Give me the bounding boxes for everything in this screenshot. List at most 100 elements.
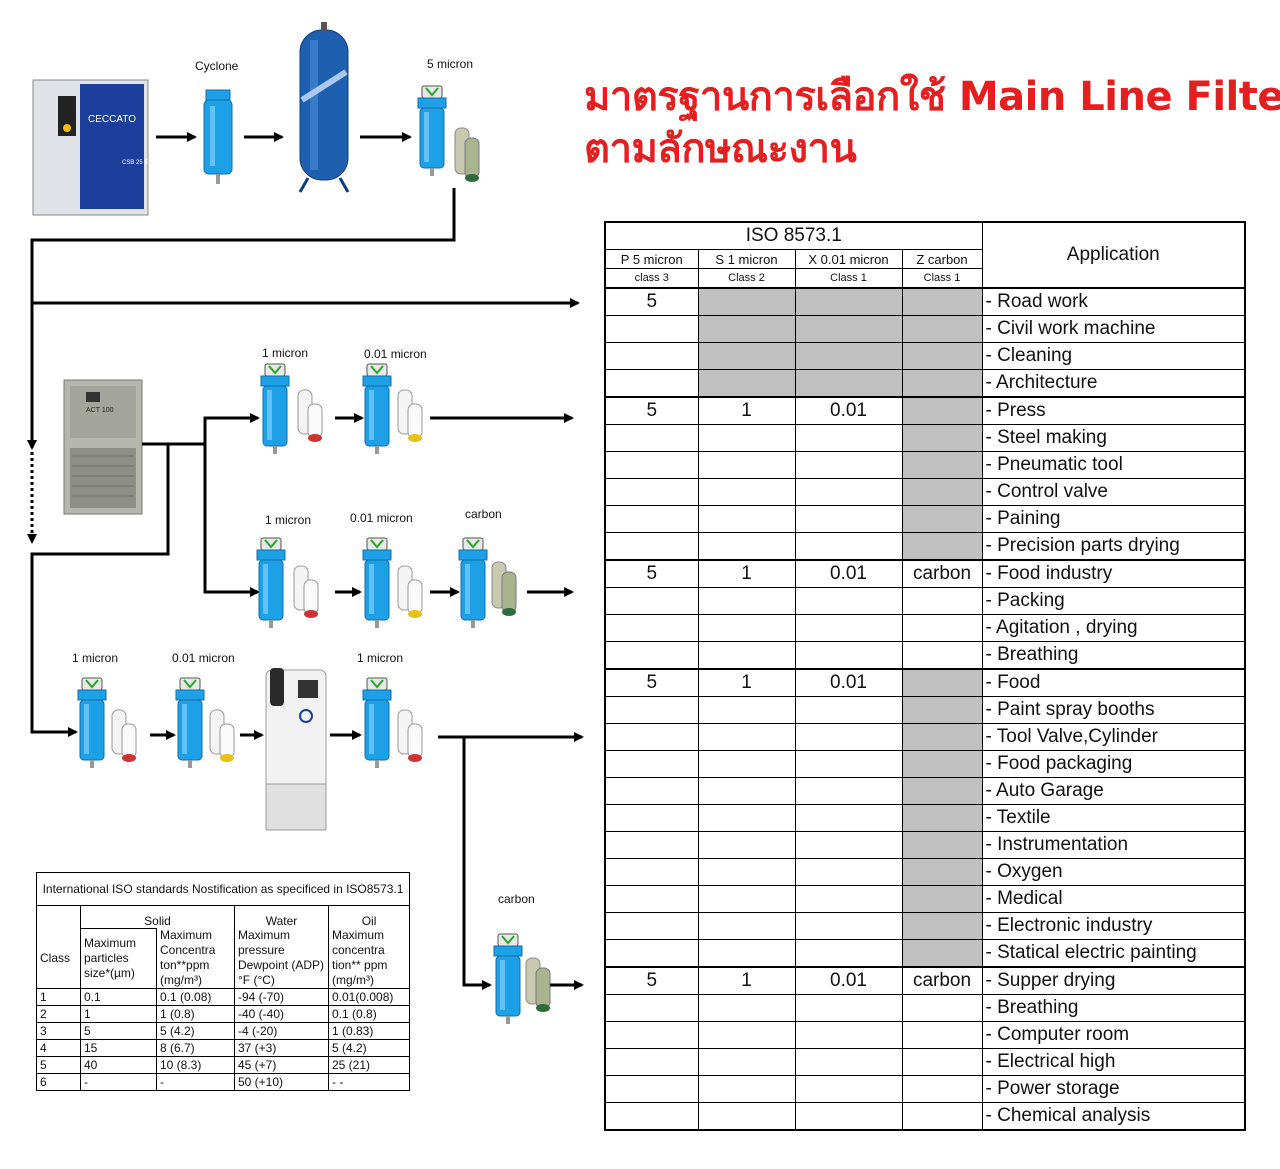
cell-empty (697, 777, 796, 805)
cell-x: 0.01 (794, 396, 903, 425)
table-row: - Instrumentation (604, 831, 1246, 859)
iso-group-oil: Oil (327, 905, 411, 928)
iso-cell: -94 (-70) (234, 988, 329, 1006)
application-item: - Food (981, 668, 1246, 697)
cell-p: 5 (604, 396, 699, 425)
cell-p: 5 (604, 559, 699, 588)
cell-empty (697, 641, 796, 670)
cell-empty (794, 750, 903, 778)
table-row: - Paint spray booths (604, 696, 1246, 724)
cell-empty (604, 885, 699, 913)
cell-empty (901, 1075, 983, 1103)
cell-empty (697, 885, 796, 913)
cell-empty (604, 424, 699, 452)
cell-empty (604, 587, 699, 615)
iso-cell: -40 (-40) (234, 1005, 329, 1023)
iso-cell: 6 (36, 1073, 81, 1091)
application-item: - Electronic industry (981, 912, 1246, 940)
application-item: - Paining (981, 505, 1246, 533)
application-item: - Agitation , drying (981, 614, 1246, 642)
cell-empty (697, 723, 796, 751)
iso-cell: 1 (0.83) (327, 1022, 411, 1040)
cell-z (901, 396, 983, 425)
iso-cell: 5 (36, 1056, 81, 1074)
iso-cell: 45 (+7) (234, 1056, 329, 1074)
cell-empty (604, 1102, 699, 1131)
table-row: 5- Road work (604, 287, 1246, 316)
cell-empty (604, 342, 699, 370)
label-r3-1-micron: 1 micron (72, 651, 119, 665)
iso-cell: 10 (8.3) (156, 1056, 235, 1074)
cell-s: 1 (697, 966, 796, 995)
iso-cell: 50 (+10) (234, 1073, 329, 1091)
application-item: - Packing (981, 587, 1246, 615)
cell-empty (604, 804, 699, 832)
iso-cell: 8 (6.7) (156, 1039, 235, 1057)
cell-empty (794, 532, 903, 561)
iso-cell: 5 (4.2) (327, 1039, 411, 1057)
cell-p: 5 (604, 668, 699, 697)
label-r2-1-micron: 1 micron (265, 513, 312, 527)
table-row: - Civil work machine (604, 315, 1246, 343)
application-item: - Paint spray booths (981, 696, 1246, 724)
cell-empty (794, 858, 903, 886)
col-x-class: Class 1 (794, 268, 903, 289)
cell-empty (697, 1048, 796, 1076)
iso-cell: 0.1 (0.08) (156, 988, 235, 1006)
table-row: - Breathing (604, 641, 1246, 670)
iso-group-water: Water (234, 905, 329, 928)
iso-cell: 1 (36, 988, 81, 1006)
dryer-icon: ACT 100 (63, 379, 143, 515)
cell-empty (794, 885, 903, 913)
cell-empty (604, 912, 699, 940)
table-row: - Power storage (604, 1075, 1246, 1103)
iso-cell: 1 (80, 1005, 157, 1023)
cell-z: carbon (901, 559, 983, 588)
application-item: - Breathing (981, 641, 1246, 670)
table-row: - Oxygen (604, 858, 1246, 886)
iso-cell: 0.01(0.008) (327, 988, 411, 1006)
cell-empty (604, 451, 699, 479)
application-item: - Food packaging (981, 750, 1246, 778)
label-cyclone: Cyclone (195, 59, 239, 73)
cell-empty (901, 641, 983, 670)
table-row: - Electrical high (604, 1048, 1246, 1076)
cell-x: 0.01 (794, 966, 903, 995)
col-s-class: Class 2 (697, 268, 796, 289)
cell-empty (901, 804, 983, 832)
cell-empty (794, 1048, 903, 1076)
application-item: - Tool Valve,Cylinder (981, 723, 1246, 751)
application-item: - Statical electric painting (981, 939, 1246, 968)
cell-empty (901, 939, 983, 968)
cell-empty (794, 451, 903, 479)
application-item: - Control valve (981, 478, 1246, 506)
cell-empty (901, 723, 983, 751)
application-header: Application (981, 221, 1246, 289)
table-row: - Tool Valve,Cylinder (604, 723, 1246, 751)
cell-empty (794, 614, 903, 642)
cell-empty (901, 614, 983, 642)
application-item: - Precision parts drying (981, 532, 1246, 561)
iso-group-solid: Solid (80, 905, 235, 928)
table-row: - Agitation , drying (604, 614, 1246, 642)
application-item: - Press (981, 396, 1246, 425)
cell-empty (604, 750, 699, 778)
cell-empty (794, 1021, 903, 1049)
air-tank-icon (298, 22, 350, 193)
cell-empty (794, 696, 903, 724)
cell-empty (901, 478, 983, 506)
application-item: - Steel making (981, 424, 1246, 452)
application-item: - Civil work machine (981, 315, 1246, 343)
application-item: - Cleaning (981, 342, 1246, 370)
application-item: - Auto Garage (981, 777, 1246, 805)
application-item: - Road work (981, 287, 1246, 316)
col-p-name: P 5 micron (604, 249, 699, 269)
cell-empty (604, 315, 699, 343)
cyclone-filter-icon (203, 89, 233, 184)
table-row: - Pneumatic tool (604, 451, 1246, 479)
